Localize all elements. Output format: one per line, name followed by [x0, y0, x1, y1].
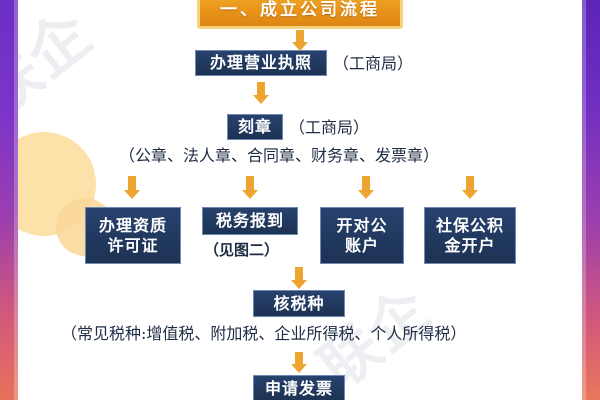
step-box-apply-invoice[interactable]: 申请发票	[253, 375, 345, 400]
step-box-corporate-account[interactable]: 开对公 账户	[320, 207, 404, 264]
step-note-business-license: （工商局）	[333, 54, 414, 73]
step-label-business-license: 办理营业执照	[209, 53, 312, 73]
step-label-apply-invoice: 申请发票	[264, 378, 333, 398]
step-box-carve-seal[interactable]: 刻章	[227, 114, 283, 140]
step-note-tax-registration: （见图二）	[204, 241, 280, 259]
step-box-qualification-permit[interactable]: 办理资质 许可证	[85, 207, 181, 264]
step-label-corporate-account: 开对公 账户	[336, 215, 388, 255]
step-label-carve-seal: 刻章	[237, 117, 272, 137]
step-label-social-insurance: 社保公积 金开户	[435, 215, 504, 255]
left-gradient-edge-bar	[0, 0, 18, 400]
page-title: 一、成立公司流程	[220, 0, 380, 20]
step-box-tax-registration[interactable]: 税务报到	[202, 207, 298, 235]
right-gradient-edge-bar	[582, 0, 600, 400]
step-box-social-insurance[interactable]: 社保公积 金开户	[424, 207, 516, 264]
step-label-tax-registration: 税务报到	[215, 211, 284, 231]
step-box-tax-type-verification[interactable]: 核税种	[253, 290, 345, 317]
step-sublist-carve-seal: （公章、法人章、合同章、财务章、发票章）	[119, 146, 440, 165]
step-note-carve-seal: （工商局）	[289, 118, 370, 137]
step-label-tax-type-verification: 核税种	[273, 293, 325, 313]
section-title-banner: 一、成立公司流程	[197, 0, 403, 29]
step-label-qualification-permit: 办理资质 许可证	[98, 215, 167, 255]
step-sublist-tax-types: （常见税种:增值税、附加税、企业所得税、个人所得税）	[61, 324, 467, 343]
step-box-business-license[interactable]: 办理营业执照	[195, 50, 327, 76]
